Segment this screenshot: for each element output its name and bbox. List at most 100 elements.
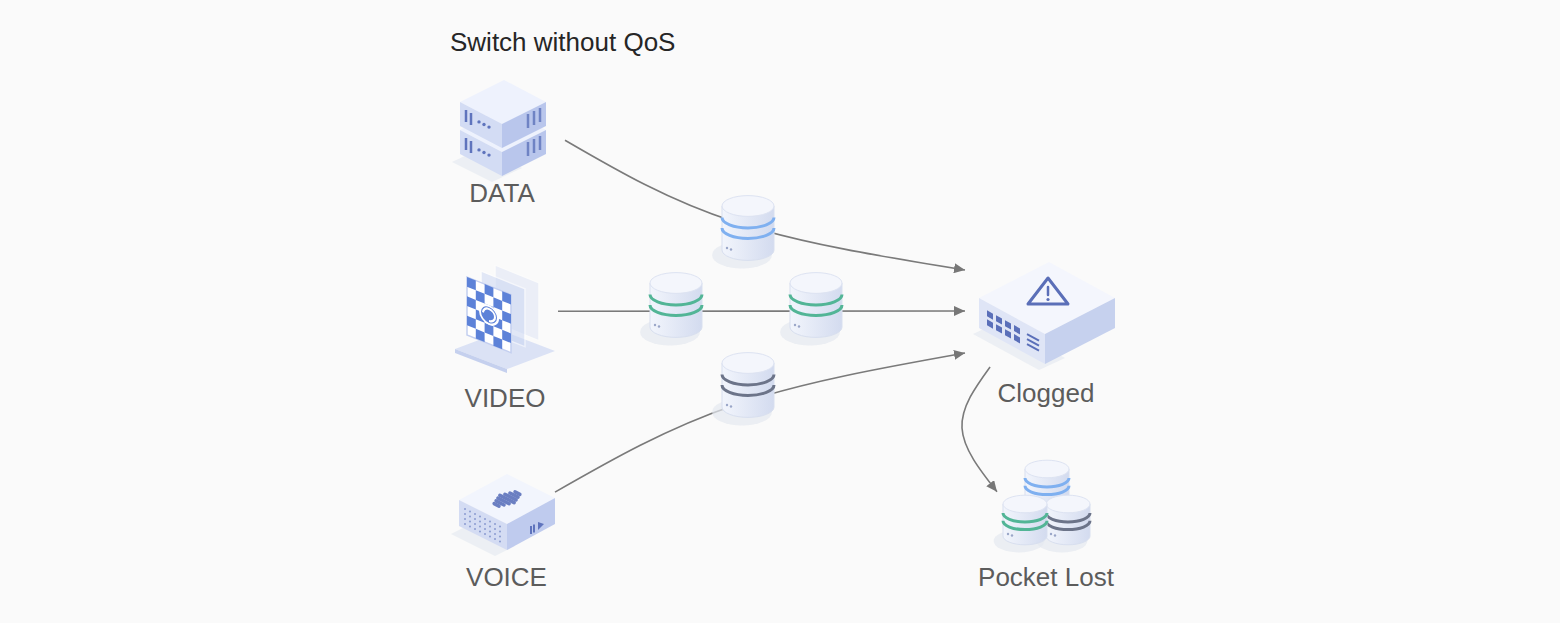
speaker-grill xyxy=(515,492,520,494)
server-unit xyxy=(460,80,546,148)
node-label: DATA xyxy=(469,178,534,208)
speaker-hole xyxy=(469,516,471,518)
switch-port xyxy=(1005,320,1011,329)
warning-mark xyxy=(1047,287,1050,295)
cylinder-dot xyxy=(1007,533,1009,535)
cylinder-stripe xyxy=(1003,521,1047,530)
flow-arrow xyxy=(558,310,965,312)
video-checker xyxy=(502,311,511,324)
cylinder-top xyxy=(1025,460,1069,478)
server-led xyxy=(482,151,485,154)
diagram-title: Switch without QoS xyxy=(450,27,675,57)
cylinder-stripe xyxy=(650,305,702,315)
speaker-play xyxy=(538,522,544,530)
cylinder-top xyxy=(1003,495,1047,513)
server-vent xyxy=(533,111,536,125)
server-right xyxy=(502,102,546,148)
cylinder-stripe xyxy=(1046,513,1090,522)
stack-node: Pocket Lost xyxy=(1000,455,1092,547)
speaker-left xyxy=(459,500,507,550)
speaker-hole xyxy=(494,523,496,525)
video-refresh xyxy=(480,302,498,327)
cylinder-dot xyxy=(658,325,660,327)
node-label: Clogged xyxy=(998,378,1095,408)
server-vent xyxy=(539,108,542,122)
cylinder-dot xyxy=(1011,534,1013,536)
speaker-hole xyxy=(464,523,466,525)
server-led xyxy=(477,120,480,123)
server-led xyxy=(487,125,490,128)
speaker-hole xyxy=(489,526,491,528)
video-checker xyxy=(476,329,485,342)
cylinder-stripe xyxy=(722,228,774,238)
speaker-right xyxy=(507,498,555,550)
switch-port xyxy=(1014,334,1020,343)
node-label: Pocket Lost xyxy=(978,562,1114,592)
cylinder-stripe xyxy=(790,295,842,305)
speaker-hole xyxy=(469,526,471,528)
switch-port xyxy=(1014,325,1020,334)
cylinder-top xyxy=(1046,495,1090,513)
packet-group xyxy=(640,196,842,426)
video-node: VIDEO xyxy=(455,265,555,370)
server-slot xyxy=(470,113,473,125)
video-checker xyxy=(476,290,485,303)
video-icon xyxy=(455,265,555,370)
video-refresh-arrow xyxy=(483,306,495,323)
stack-icon xyxy=(1000,455,1092,547)
switch-port xyxy=(987,310,993,319)
switch-node: Clogged xyxy=(975,258,1117,370)
speaker-hole xyxy=(499,541,501,543)
video-frame xyxy=(467,277,511,353)
speaker-hole xyxy=(499,526,501,528)
video-checker xyxy=(485,284,494,297)
cylinder-dot xyxy=(1050,533,1052,535)
server-icon xyxy=(452,72,552,177)
speaker-hole xyxy=(479,516,481,518)
cylinder-top xyxy=(790,273,842,294)
video-frame-panel xyxy=(467,277,511,353)
speaker-hole xyxy=(474,518,476,520)
voice-icon xyxy=(455,470,558,552)
speaker-hole xyxy=(464,518,466,520)
switch-right xyxy=(1045,298,1115,364)
cylinder-top xyxy=(650,273,702,294)
speaker-hole xyxy=(484,528,486,530)
video-checker xyxy=(493,297,502,310)
server-vent xyxy=(527,114,530,128)
node-label: VOICE xyxy=(466,562,547,592)
speaker-hole xyxy=(474,513,476,515)
video-checker xyxy=(467,296,476,309)
server-left xyxy=(460,102,502,148)
switch-port xyxy=(996,315,1002,324)
speaker-hole xyxy=(474,523,476,525)
speaker-hole xyxy=(479,526,481,528)
cylinder-top xyxy=(722,353,774,374)
switch-port xyxy=(987,319,993,328)
speaker-hole xyxy=(489,536,491,538)
speaker-hole xyxy=(464,508,466,510)
cylinder-dot xyxy=(726,404,728,406)
node-label: VIDEO xyxy=(465,383,546,413)
flow-arrow xyxy=(555,353,965,492)
server-node: DATA xyxy=(452,72,552,177)
speaker-grill xyxy=(494,504,499,506)
switch-left xyxy=(979,298,1045,364)
cylinder-stripe xyxy=(1025,486,1069,495)
video-checker xyxy=(467,277,476,290)
speaker-hole xyxy=(479,521,481,523)
warning-triangle xyxy=(1028,278,1068,304)
video-checker xyxy=(493,336,502,349)
cylinder-stripe xyxy=(790,305,842,315)
cylinder-stripe xyxy=(722,375,774,385)
video-checker xyxy=(502,330,511,343)
switch-port xyxy=(1005,329,1011,338)
video-base-edge xyxy=(455,349,507,373)
server-led xyxy=(477,148,480,151)
speaker-hole xyxy=(479,531,481,533)
flow-arrow xyxy=(962,367,997,492)
server-slot xyxy=(470,141,473,153)
video-checker xyxy=(467,316,476,329)
